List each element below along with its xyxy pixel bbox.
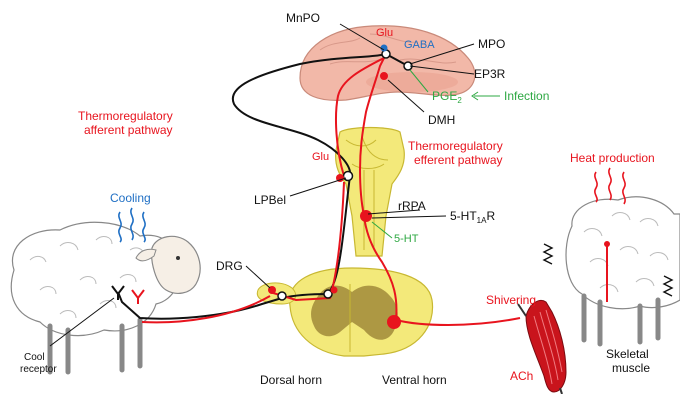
label-lpbel: LPBel bbox=[254, 193, 286, 207]
label-dmh: DMH bbox=[428, 113, 455, 127]
label-mnpo: MnPO bbox=[286, 11, 320, 25]
label-cooling: Cooling bbox=[110, 191, 151, 205]
label-efferent-2: efferent pathway bbox=[414, 153, 503, 167]
ventral-horn-node bbox=[387, 315, 401, 329]
label-cool-receptor-1: Cool bbox=[24, 352, 45, 363]
sheep-right bbox=[566, 197, 680, 344]
label-shivering: Shivering bbox=[486, 293, 536, 307]
label-ep3r: EP3R bbox=[474, 67, 506, 81]
sheep-right-node bbox=[604, 241, 610, 247]
label-ventral-horn: Ventral horn bbox=[382, 373, 447, 387]
label-rrpa: rRPA bbox=[398, 199, 426, 213]
label-skeletal-1: Skeletal bbox=[606, 347, 649, 361]
sheep-left bbox=[11, 222, 200, 372]
label-ach: ACh bbox=[510, 369, 533, 383]
lpbel-node bbox=[344, 172, 353, 181]
label-mpo: MPO bbox=[478, 37, 505, 51]
dorsal-horn-red-node bbox=[331, 287, 338, 294]
label-glu-top: Glu bbox=[376, 27, 393, 39]
label-glu-mid: Glu bbox=[312, 151, 329, 163]
rrpa-node bbox=[360, 210, 372, 222]
label-gaba: GABA bbox=[404, 39, 435, 51]
label-afferent-2: afferent pathway bbox=[84, 123, 173, 137]
label-afferent-1: Thermoregulatory bbox=[78, 109, 173, 123]
label-drg: DRG bbox=[216, 259, 243, 273]
label-efferent-1: Thermoregulatory bbox=[408, 139, 503, 153]
label-heat-production: Heat production bbox=[570, 151, 655, 165]
label-infection: Infection bbox=[504, 89, 549, 103]
dmh-node bbox=[380, 72, 388, 80]
label-skeletal-2: muscle bbox=[612, 361, 650, 375]
spinal-cord bbox=[290, 268, 433, 356]
label-5ht1ar: 5-HT1AR bbox=[450, 209, 495, 225]
label-5ht: 5-HT bbox=[394, 233, 419, 245]
label-cool-receptor-2: receptor bbox=[20, 364, 57, 375]
drg-white-node bbox=[278, 292, 286, 300]
label-dorsal-horn: Dorsal horn bbox=[260, 373, 322, 387]
